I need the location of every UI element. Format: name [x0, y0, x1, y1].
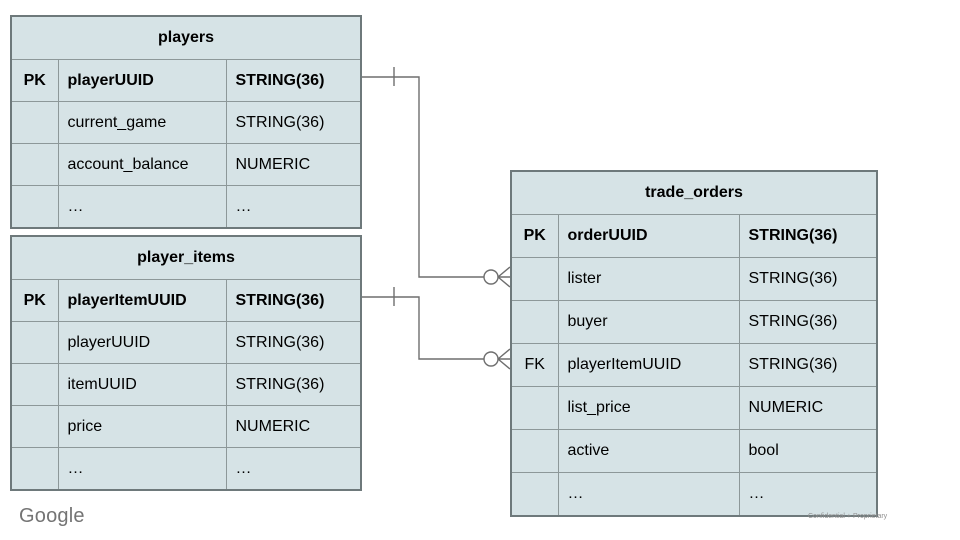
- table-row: ……: [510, 472, 878, 517]
- cell-type: …: [225, 185, 362, 229]
- cell-type: STRING(36): [225, 101, 362, 144]
- cell-key: [510, 429, 559, 473]
- table-row: ……: [10, 185, 362, 229]
- cell-name: current_game: [57, 101, 227, 144]
- cell-key: [10, 405, 59, 448]
- cell-type: STRING(36): [225, 279, 362, 322]
- cell-key: FK: [510, 343, 559, 387]
- cell-type: …: [225, 447, 362, 491]
- table-title: trade_orders: [510, 170, 878, 215]
- cell-name: price: [57, 405, 227, 448]
- cardinality-zero-circle-icon: [483, 351, 499, 367]
- cardinality-zero-circle-icon: [483, 269, 499, 285]
- cell-name: lister: [557, 257, 740, 301]
- cell-key: PK: [10, 59, 59, 102]
- cell-name: itemUUID: [57, 363, 227, 406]
- cell-key: [510, 386, 559, 430]
- cell-type: STRING(36): [738, 343, 878, 387]
- confidential-note: Confidential + Proprietary: [808, 513, 888, 520]
- cell-name: playerUUID: [57, 59, 227, 102]
- cell-name: orderUUID: [557, 214, 740, 258]
- table-title: player_items: [10, 235, 362, 280]
- cell-key: [510, 472, 559, 517]
- relationship-player-items-trade-orders: [360, 287, 511, 370]
- cell-name: …: [57, 447, 227, 491]
- cell-key: [10, 447, 59, 491]
- table-title: players: [10, 15, 362, 60]
- crow-foot-many-icon: [497, 266, 511, 288]
- cell-name: playerUUID: [57, 321, 227, 364]
- cell-type: NUMERIC: [225, 405, 362, 448]
- cell-type: STRING(36): [225, 363, 362, 406]
- cell-name: playerItemUUID: [57, 279, 227, 322]
- cell-type: STRING(36): [225, 321, 362, 364]
- cell-type: STRING(36): [225, 59, 362, 102]
- cell-key: [510, 300, 559, 344]
- connector-line: [360, 296, 484, 360]
- cell-key: [10, 185, 59, 229]
- cell-type: NUMERIC: [738, 386, 878, 430]
- cell-name: playerItemUUID: [557, 343, 740, 387]
- relationship-players-trade-orders: [360, 67, 511, 288]
- google-logo: Google: [19, 505, 85, 527]
- table-row: ……: [10, 447, 362, 491]
- cell-key: [10, 321, 59, 364]
- cell-key: [10, 101, 59, 144]
- cell-type: …: [738, 472, 878, 517]
- cell-key: PK: [510, 214, 559, 258]
- cell-name: list_price: [557, 386, 740, 430]
- cell-type: STRING(36): [738, 257, 878, 301]
- cell-type: NUMERIC: [225, 143, 362, 186]
- cell-name: …: [557, 472, 740, 517]
- cell-type: STRING(36): [738, 214, 878, 258]
- cell-name: …: [57, 185, 227, 229]
- cell-name: buyer: [557, 300, 740, 344]
- cell-key: [510, 257, 559, 301]
- cell-type: bool: [738, 429, 878, 473]
- cell-key: PK: [10, 279, 59, 322]
- connector-line: [360, 76, 484, 278]
- crow-foot-many-icon: [497, 348, 511, 370]
- cell-key: [10, 143, 59, 186]
- cell-type: STRING(36): [738, 300, 878, 344]
- cell-name: active: [557, 429, 740, 473]
- cell-name: account_balance: [57, 143, 227, 186]
- cell-key: [10, 363, 59, 406]
